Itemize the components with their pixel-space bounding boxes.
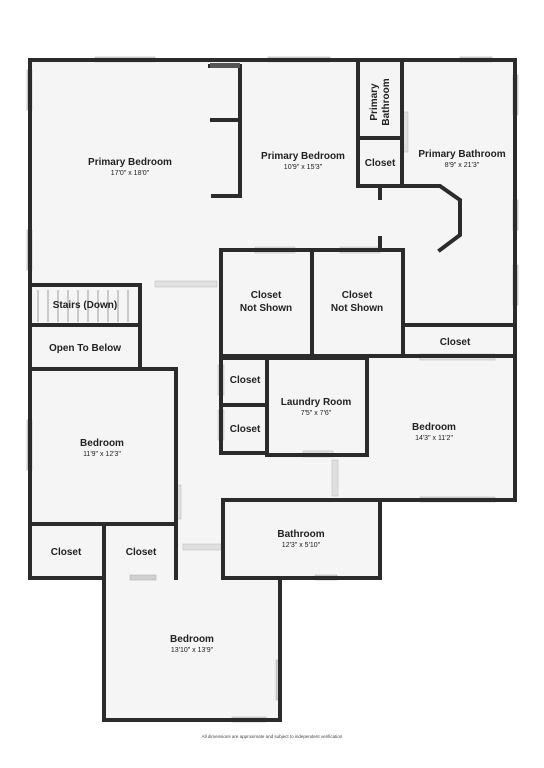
walls	[28, 58, 517, 722]
room-dimensions: 17'0" x 18'0"	[111, 170, 150, 177]
room-name: Closet	[365, 158, 396, 169]
room-name: Closet	[440, 337, 471, 348]
room-name: Closet	[342, 290, 373, 301]
room-name: Primary Bedroom	[261, 151, 345, 162]
door	[182, 543, 222, 551]
room-name: Closet	[230, 424, 261, 435]
room-dimensions: 8'9" x 21'3"	[445, 162, 480, 169]
window	[129, 574, 157, 581]
door	[154, 280, 218, 288]
room-name: Not Shown	[240, 303, 292, 314]
room-dimensions: 10'9" x 15'3"	[284, 164, 323, 171]
room-dimensions: 12'3" x 5'10"	[282, 542, 321, 549]
floor-area	[30, 60, 515, 720]
room-name: Primary	[369, 83, 380, 121]
room-dimensions: 11'9" x 12'3"	[83, 451, 121, 458]
room-name: Open To Below	[49, 343, 121, 354]
room-dimensions: 14'3" x 11'2"	[415, 435, 453, 442]
room-name: Not Shown	[331, 303, 383, 314]
room-name: Closet	[251, 290, 282, 301]
room-name: Bedroom	[80, 438, 124, 449]
room-name: Laundry Room	[281, 397, 352, 408]
room-dimensions: 13'10" x 13'9"	[171, 647, 214, 654]
room-name: Stairs (Down)	[53, 300, 117, 311]
room-name: Primary Bathroom	[418, 149, 505, 160]
room-name: Closet	[230, 375, 261, 386]
room-name: Bathroom	[381, 78, 392, 125]
room-name: Bedroom	[170, 634, 214, 645]
closet-shelf	[210, 63, 240, 68]
room-name: Primary Bedroom	[88, 157, 172, 168]
room-name: Closet	[126, 547, 157, 558]
room-dimensions: 7'5" x 7'6"	[301, 410, 332, 417]
room-name: Bathroom	[277, 529, 324, 540]
room-name: Closet	[51, 547, 82, 558]
stair-treads	[37, 290, 129, 322]
room-name: Bedroom	[412, 422, 456, 433]
door	[331, 459, 339, 497]
room-labels: Primary Bedroom 17'0" x 18'0" Primary Be…	[49, 78, 506, 739]
footnote: All dimensions are approximate and subje…	[202, 734, 343, 739]
